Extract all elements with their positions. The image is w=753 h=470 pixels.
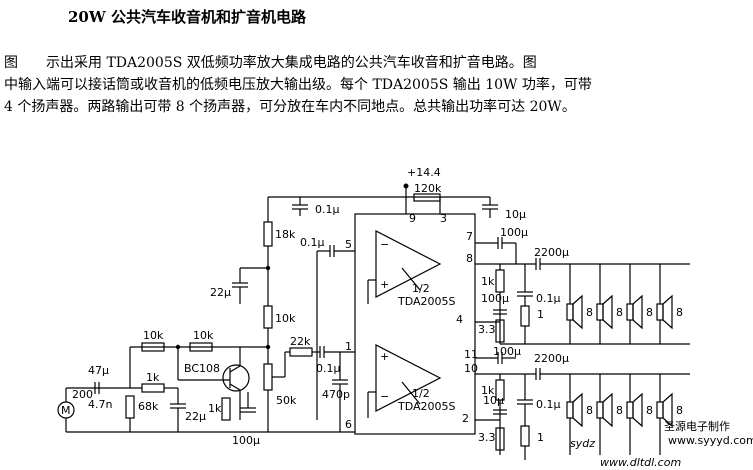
r-120k-label: 120k: [414, 182, 442, 195]
description-line-2: 中输入端可以接话筒或收音机的低频电压放大输出级。每个 TDA2005S 输出 1…: [4, 77, 592, 93]
speaker-ohm-label: 8: [616, 306, 623, 319]
c-2200u-top-label: 2200μ: [534, 246, 569, 259]
c-100u-top-label: 100μ: [500, 226, 528, 239]
amp-bot-plus: +: [380, 350, 389, 363]
tda2005s-ic: 9 3 − + 1/2 TDA2005S + − 1/2 TDA2005S: [354, 212, 476, 435]
r-1k-top-label: 1k: [481, 275, 495, 288]
speaker-ohm-label: 8: [616, 404, 623, 417]
speaker-ohm-label: 8: [676, 404, 683, 417]
transistor-label: BC108: [184, 362, 220, 375]
c-100u-bot-label: 100μ: [493, 345, 521, 358]
speaker-icon: 8: [626, 264, 653, 344]
r-68k-label: 68k: [138, 400, 159, 413]
r-10k-a-label: 10k: [143, 329, 164, 342]
r-1k-base-label: 1k: [146, 371, 160, 384]
r-3.3-top-label: 3.3: [478, 323, 496, 336]
speaker-icon: 8: [596, 264, 623, 344]
speaker-ohm-label: 8: [676, 306, 683, 319]
speaker-icon: 8: [596, 374, 623, 455]
output-top: 7 100μ 8 2200μ 1k 100μ 4 3.3 0.1μ 1: [456, 226, 690, 344]
supply-label: +14.4: [407, 166, 441, 179]
r-3.3-bot-label: 3.3: [478, 431, 496, 444]
c-470p-label: 470p: [322, 388, 350, 401]
r-1-bot-label: 1: [537, 431, 544, 444]
pin-11: 11: [464, 348, 478, 361]
watermark-url-small: www.syyyd.com: [668, 434, 753, 447]
r-22k-label: 22k: [290, 335, 311, 348]
c-0.1u-pin5-label: 0.1μ: [300, 236, 325, 249]
c-0.1u-pin1-label: 0.1μ: [316, 362, 341, 375]
c-100u-emitter-label: 100μ: [232, 434, 260, 447]
watermark: sydz 圣源电子制作 www.syyyd.com www.dltdl.com: [570, 419, 753, 469]
watermark-cn: 圣源电子制作: [664, 419, 730, 433]
amp-top-ic-label: TDA2005S: [397, 295, 456, 308]
c-0.1u-supply-label: 0.1μ: [315, 203, 340, 216]
c-47u-label: 47μ: [88, 364, 109, 377]
r-10k-bias-label: 10k: [275, 312, 296, 325]
r-1-top-label: 1: [537, 308, 544, 321]
description-line-3: 4 个扬声器。两路输出可带 8 个扬声器，可分放在车内不同地点。总共输出功率可达…: [4, 99, 576, 115]
pin-3: 3: [440, 212, 447, 225]
speaker-icon: 8: [656, 374, 683, 455]
speaker-ohm-label: 8: [586, 404, 593, 417]
speaker-ohm-label: 8: [646, 404, 653, 417]
r-10k-b-label: 10k: [193, 329, 214, 342]
r-1k-bot-label: 1k: [481, 384, 495, 397]
pot-50k-label: 50k: [276, 394, 297, 407]
pin-8: 8: [466, 252, 473, 265]
r-18k-label: 18k: [275, 228, 296, 241]
c-100u-top-fb-label: 100μ: [481, 292, 509, 305]
page-title: 20W 公共汽车收音机和扩音机电路: [68, 8, 306, 26]
speaker-icon: 8: [566, 374, 593, 455]
mic-input: M 47μ 200 4.7n: [57, 364, 112, 432]
watermark-logo: sydz: [570, 437, 595, 450]
speakers-bottom: 8 8 8 8: [566, 374, 683, 455]
supply-section: +14.4 120k 0.1μ 10μ: [268, 166, 526, 221]
c-10u-label: 10μ: [505, 208, 526, 221]
c-10u-bot-label: 10μ: [483, 394, 504, 407]
pin-1: 1: [345, 340, 352, 353]
speaker-ohm-label: 8: [586, 306, 593, 319]
pin-5: 5: [345, 238, 352, 251]
output-bottom: 11 100μ 10 2200μ 1k 10μ 2 3.3 0.1μ 1: [462, 345, 690, 460]
pin-6: 6: [345, 418, 352, 431]
speaker-icon: 8: [656, 264, 683, 344]
pin-2: 2: [462, 412, 469, 425]
volume-pot: 50k 22k 0.1μ 1 470p: [263, 335, 355, 432]
c-0.1u-bot-out-label: 0.1μ: [536, 398, 561, 411]
speakers-top: 8 8 8 8: [500, 264, 690, 345]
description-line-1: 图 示出采用 TDA2005S 双低频功率放大集成电路的公共汽车收音和扩音电路。…: [4, 55, 537, 71]
amp-bot-ic-label: TDA2005S: [397, 400, 456, 413]
r-1k-emitter-label: 1k: [208, 402, 222, 415]
pin5-input: 0.1μ 5: [300, 236, 355, 420]
amp-top-minus: −: [380, 238, 389, 251]
input-200-label: 200: [72, 388, 93, 401]
amp-bot-minus: −: [380, 390, 389, 403]
c-4.7n-label: 4.7n: [88, 398, 112, 411]
amp-top-half-label: 1/2: [412, 282, 430, 295]
speaker-ohm-label: 8: [646, 306, 653, 319]
pin-9: 9: [409, 212, 416, 225]
description-paragraph: 图 示出采用 TDA2005S 双低频功率放大集成电路的公共汽车收音和扩音电路。…: [4, 52, 749, 118]
mic-icon: M: [61, 404, 71, 417]
preamp-stage: 10k 10k BC108 1k 68k 22μ 1k: [66, 329, 355, 447]
speaker-icon: 8: [566, 264, 593, 344]
amp-top-plus: +: [380, 278, 389, 291]
c-0.1u-top-out-label: 0.1μ: [536, 292, 561, 305]
c-22u-pre-label: 22μ: [185, 410, 206, 423]
speaker-icon: 8: [626, 374, 653, 455]
watermark-url: www.dltdl.com: [600, 456, 681, 469]
pin-4: 4: [456, 313, 463, 326]
pin-10: 10: [464, 362, 478, 375]
amp-bot-half-label: 1/2: [412, 387, 430, 400]
bias-divider: 18k 22μ 10k: [210, 197, 296, 364]
pin-7: 7: [466, 230, 473, 243]
c-2200u-bot-label: 2200μ: [534, 352, 569, 365]
c-22u-bias-label: 22μ: [210, 286, 231, 299]
